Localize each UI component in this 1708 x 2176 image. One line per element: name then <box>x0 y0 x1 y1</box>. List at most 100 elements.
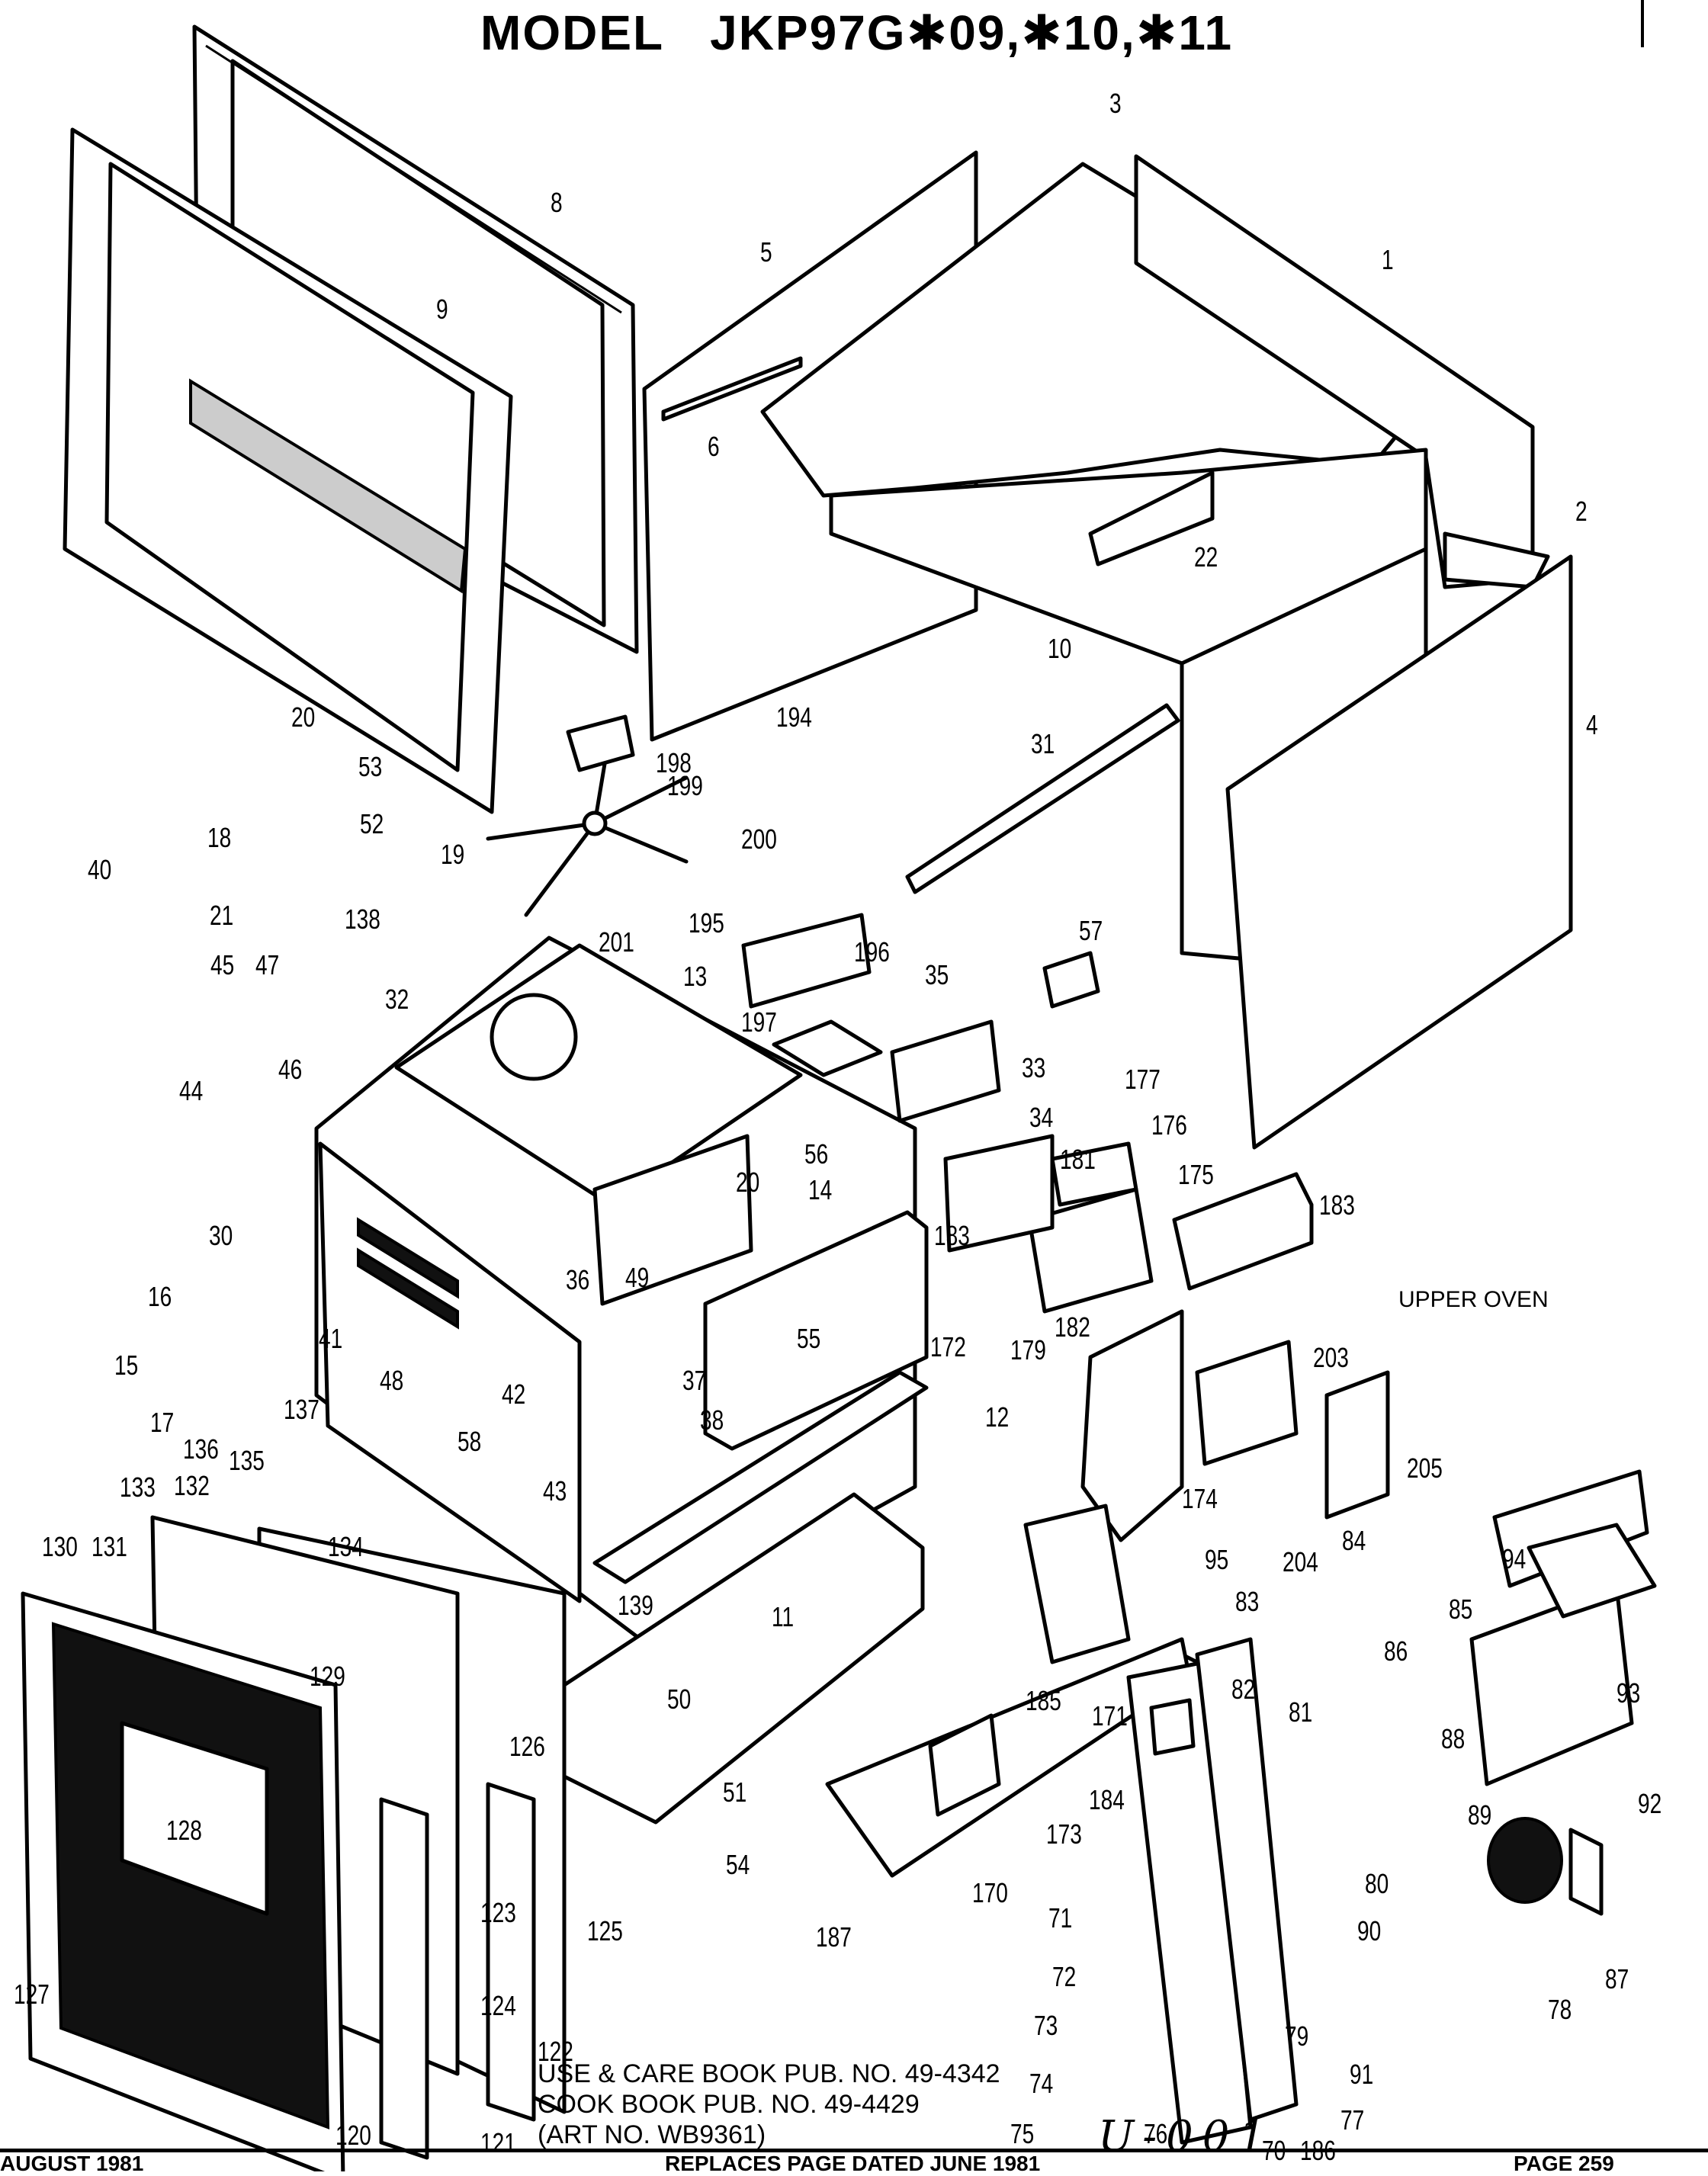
callout-3: 3 <box>1109 88 1122 119</box>
callout-86: 86 <box>1384 1635 1408 1667</box>
section-label-upper-oven: UPPER OVEN <box>1398 1287 1549 1312</box>
callout-175: 175 <box>1178 1159 1214 1190</box>
callout-91: 91 <box>1350 2059 1374 2090</box>
callout-201: 201 <box>599 926 634 958</box>
callout-200: 200 <box>741 823 777 855</box>
callout-131: 131 <box>92 1531 127 1562</box>
callout-137: 137 <box>284 1394 319 1425</box>
note-art-number: (ART NO. WB9361) <box>538 2120 766 2149</box>
callout-196: 196 <box>854 936 890 968</box>
base-plate-170 <box>825 1637 1192 1878</box>
callout-54: 54 <box>726 1849 750 1880</box>
handwritten-page-code: U-001 <box>1098 2112 1276 2162</box>
capacitor-195 <box>741 913 872 1009</box>
callout-174: 174 <box>1182 1483 1218 1514</box>
callout-1: 1 <box>1382 244 1394 275</box>
note-use-care-book: USE & CARE BOOK PUB. NO. 49-4342 <box>538 2059 1000 2088</box>
callout-123: 123 <box>480 1897 516 1928</box>
callout-5: 5 <box>760 236 772 268</box>
callout-11: 11 <box>772 1601 795 1632</box>
callout-80: 80 <box>1365 1868 1389 1899</box>
callout-42: 42 <box>502 1378 526 1410</box>
callout-181: 181 <box>1060 1144 1096 1175</box>
callout-82: 82 <box>1231 1674 1256 1705</box>
callout-204: 204 <box>1283 1546 1318 1577</box>
callout-134: 134 <box>328 1531 364 1562</box>
callout-71: 71 <box>1048 1902 1073 1934</box>
callout-124: 124 <box>480 1990 516 2021</box>
callout-195: 195 <box>689 907 724 939</box>
callout-93: 93 <box>1616 1677 1641 1709</box>
model-title: MODEL JKP97G✱09,✱10,✱11 <box>480 5 1233 62</box>
callout-30: 30 <box>209 1220 233 1251</box>
callout-177: 177 <box>1125 1064 1161 1095</box>
callout-170: 170 <box>972 1877 1008 1908</box>
strip-31 <box>905 703 1180 894</box>
callout-57: 57 <box>1079 915 1103 946</box>
model-label: MODEL <box>480 5 665 60</box>
callout-6: 6 <box>708 431 720 462</box>
callout-184: 184 <box>1089 1784 1125 1815</box>
callout-2: 2 <box>1575 496 1588 527</box>
callout-38: 38 <box>700 1404 724 1436</box>
model-numbers: JKP97G✱09,✱10,✱11 <box>710 5 1234 60</box>
callout-135: 135 <box>229 1445 265 1476</box>
relay-board-92 <box>1469 1469 1649 1786</box>
duct-174 <box>1080 1309 1184 1542</box>
callout-182: 182 <box>1055 1311 1090 1343</box>
callout-58: 58 <box>458 1426 482 1457</box>
callout-40: 40 <box>88 854 112 885</box>
callout-10: 10 <box>1048 633 1072 664</box>
callout-56: 56 <box>804 1138 829 1170</box>
callout-34: 34 <box>1029 1102 1054 1133</box>
fan-200 <box>486 714 689 917</box>
footer-replaces-note: REPLACES PAGE DATED JUNE 1981 <box>665 2152 1041 2175</box>
callout-46: 46 <box>278 1054 303 1085</box>
callout-179: 179 <box>1010 1334 1046 1366</box>
callout-84: 84 <box>1342 1525 1366 1556</box>
callout-32: 32 <box>385 984 409 1015</box>
callout-203: 203 <box>1313 1342 1349 1373</box>
callout-122: 122 <box>538 2036 573 2067</box>
callout-87: 87 <box>1605 1963 1629 1995</box>
callout-73: 73 <box>1034 2010 1058 2041</box>
callout-171: 171 <box>1092 1700 1128 1731</box>
callout-136: 136 <box>183 1433 219 1465</box>
note-cook-book: COOK BOOK PUB. NO. 49-4429 <box>538 2090 920 2119</box>
callout-35: 35 <box>925 959 949 990</box>
callout-17: 17 <box>150 1407 175 1438</box>
cover-183 <box>1172 1172 1314 1291</box>
callout-128: 128 <box>166 1815 202 1846</box>
callout-197: 197 <box>741 1006 777 1038</box>
callout-50: 50 <box>667 1683 692 1715</box>
callout-12: 12 <box>985 1401 1010 1433</box>
callout-81: 81 <box>1289 1696 1313 1728</box>
callout-138: 138 <box>345 903 380 935</box>
callout-53: 53 <box>358 751 383 782</box>
filter-181 <box>943 1134 1055 1253</box>
callout-127: 127 <box>14 1979 50 2010</box>
callout-89: 89 <box>1468 1799 1492 1831</box>
magnetron-175 <box>1027 1141 1154 1314</box>
cover-94 <box>1527 1523 1657 1619</box>
callout-198: 198 <box>656 747 692 778</box>
cover-plate-197 <box>772 1019 883 1077</box>
callout-92: 92 <box>1638 1788 1662 1819</box>
bracket-35 <box>890 1019 1001 1123</box>
callout-37: 37 <box>682 1365 707 1396</box>
callout-139: 139 <box>618 1590 653 1621</box>
right-edge-mark <box>1641 0 1644 47</box>
callout-48: 48 <box>380 1365 404 1396</box>
callout-199: 199 <box>667 770 703 801</box>
footer-page-number: PAGE 259 <box>1514 2152 1614 2175</box>
callout-205: 205 <box>1407 1452 1443 1484</box>
callout-183-a: 183 <box>1319 1189 1355 1221</box>
footer-date: AUGUST 1981 <box>0 2152 144 2175</box>
callout-13: 13 <box>683 961 708 992</box>
callout-74: 74 <box>1029 2068 1054 2099</box>
callout-8: 8 <box>551 187 563 218</box>
callout-47: 47 <box>255 949 280 980</box>
back-panel-1 <box>1134 154 1550 589</box>
footer-rule <box>0 2149 1708 2152</box>
